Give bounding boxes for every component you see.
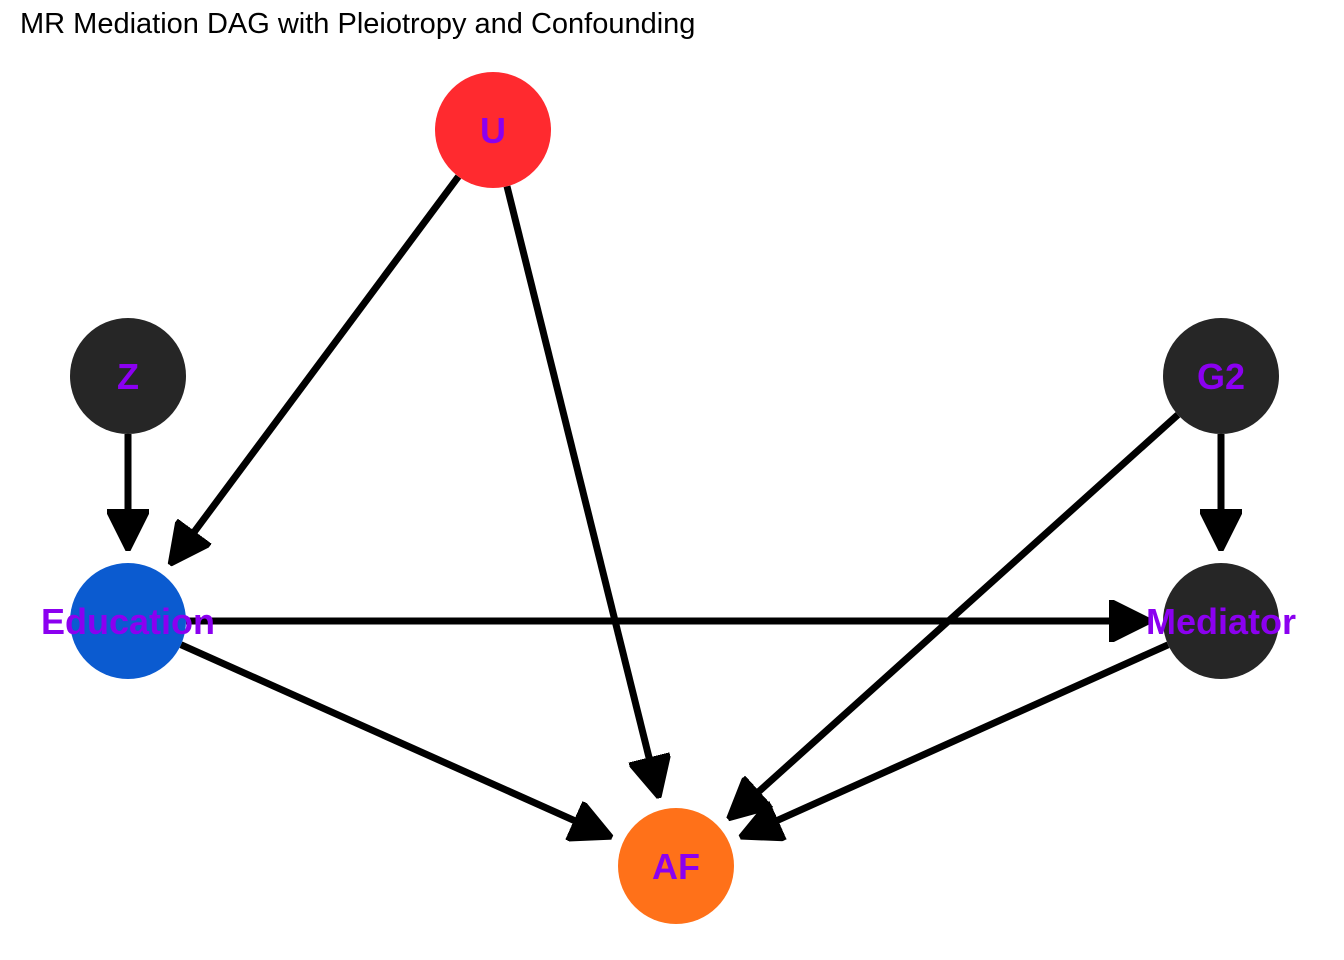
node-education: Education xyxy=(41,563,215,679)
node-label: Education xyxy=(41,601,215,642)
node-label: Z xyxy=(117,356,139,397)
node-label: G2 xyxy=(1197,356,1245,397)
node-g2: G2 xyxy=(1163,318,1279,434)
diagram-title: MR Mediation DAG with Pleiotropy and Con… xyxy=(20,8,696,40)
edge-mediator-to-af xyxy=(743,641,1170,836)
node-circle xyxy=(435,72,551,188)
node-af: AF xyxy=(618,808,734,924)
node-circle xyxy=(618,808,734,924)
node-u: U xyxy=(435,72,551,188)
node-label: Mediator xyxy=(1146,601,1296,642)
node-z: Z xyxy=(70,318,186,434)
edge-u-to-af xyxy=(503,185,658,794)
node-circle xyxy=(70,563,186,679)
node-circle xyxy=(1163,318,1279,434)
node-circle xyxy=(1163,563,1279,679)
edge-u-to-education xyxy=(172,174,462,562)
node-circle xyxy=(70,318,186,434)
edge-education-to-af xyxy=(179,641,608,836)
edge-g2-to-af xyxy=(731,412,1181,817)
node-label: AF xyxy=(652,846,700,887)
node-label: U xyxy=(480,110,506,151)
node-mediator: Mediator xyxy=(1146,563,1296,679)
